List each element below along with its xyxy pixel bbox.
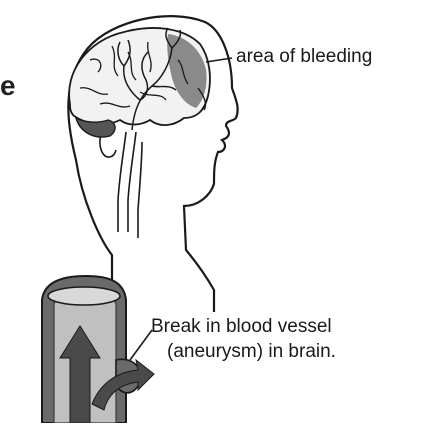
vessel-opening	[48, 287, 120, 305]
break-label-line1: Break in blood vessel	[151, 316, 332, 338]
edge-text-fragment: e	[0, 70, 16, 102]
neck-vessels	[118, 132, 142, 238]
break-leader-line	[130, 330, 152, 360]
area-of-bleeding-label: area of bleeding	[236, 46, 372, 68]
break-label-line2: (aneurysm) in brain.	[167, 341, 336, 363]
